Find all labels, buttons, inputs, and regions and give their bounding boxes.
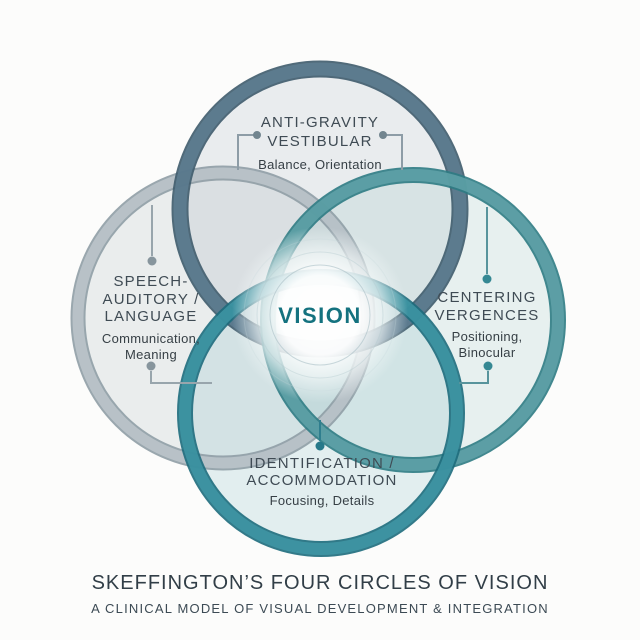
label-title-line: VESTIBULAR	[267, 133, 373, 150]
leader-line	[383, 134, 403, 170]
label-title-line: IDENTIFICATION /	[249, 455, 395, 472]
label-title-line: CENTERING	[437, 289, 537, 306]
label-title-line: VERGENCES	[434, 306, 540, 324]
leader-dot	[315, 441, 325, 451]
footer: SKEFFINGTON’S FOUR CIRCLES OF VISION A C…	[0, 570, 640, 618]
leader-line	[237, 134, 257, 170]
page-title: SKEFFINGTON’S FOUR CIRCLES OF VISION	[91, 572, 549, 594]
label-title-line: LANGUAGE	[104, 308, 198, 325]
label-title-line: ACCOMMODATION	[246, 472, 398, 489]
leader-dot	[379, 131, 387, 139]
label-title-line: ANTI-GRAVITY	[260, 114, 380, 131]
glow-ring	[256, 251, 384, 379]
leader-dot	[483, 361, 493, 371]
glow-ring	[269, 264, 371, 366]
leader-dot	[147, 256, 157, 266]
leader-line	[150, 371, 212, 384]
glow-ring	[243, 238, 397, 392]
leader-dot	[146, 361, 156, 371]
label-subtitle-line: Binocular	[458, 345, 516, 360]
label-title-line: SPEECH-	[113, 273, 189, 290]
label-subtitle: Balance, Orientation	[258, 157, 382, 172]
label-speech-auditory-language: SPEECH- AUDITORY / LANGUAGE Communicatio…	[66, 273, 236, 363]
leader-dot	[253, 131, 261, 139]
label-title-line: AUDITORY /	[102, 290, 200, 308]
center-vision-label: VISION	[278, 303, 362, 328]
label-subtitle-line: Communication,	[101, 330, 201, 346]
label-subtitle-line: Positioning,	[451, 329, 523, 344]
leader-dot	[482, 274, 492, 284]
label-subtitle-line: Meaning	[125, 346, 177, 362]
leader-line	[459, 371, 489, 384]
page-subtitle: A CLINICAL MODEL OF VISUAL DEVELOPMENT &…	[91, 601, 549, 616]
label-identification-accommodation: IDENTIFICATION / ACCOMMODATION Focusing,…	[212, 455, 432, 509]
label-centering-vergences: CENTERING VERGENCES Positioning, Binocul…	[402, 289, 572, 361]
venn-render-root	[70, 60, 566, 557]
label-anti-gravity-vestibular: ANTI-GRAVITY VESTIBULAR Balance, Orienta…	[210, 113, 430, 173]
label-subtitle: Focusing, Details	[269, 493, 375, 508]
center-glow	[232, 227, 408, 403]
